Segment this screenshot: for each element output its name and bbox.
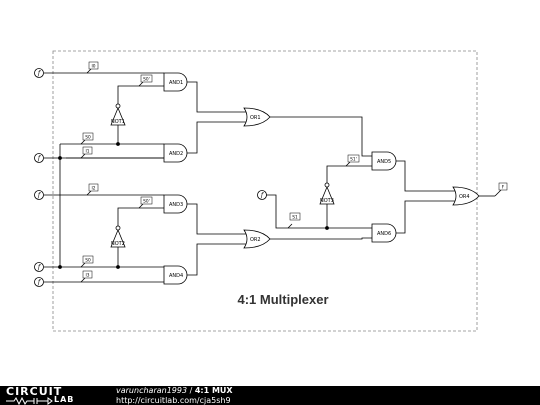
or2-gate[interactable]	[243, 229, 271, 249]
gate-label-or2: OR2	[250, 237, 261, 243]
input-label-f-2: f	[37, 155, 42, 162]
net-label-i0: I0	[91, 64, 95, 70]
logo-text-top: CIRCUIT	[6, 385, 63, 398]
gate-label-and6: AND6	[377, 231, 391, 237]
net-label-s0-b: S0	[85, 258, 91, 264]
logo-circuit-icon	[6, 397, 53, 405]
input-label-f-1: f	[37, 70, 42, 77]
gate-label-or4: OR4	[459, 194, 470, 200]
or4-gate[interactable]	[452, 186, 480, 206]
diagram-title: 4:1 Multiplexer	[237, 292, 328, 307]
and3-gate[interactable]	[163, 194, 188, 214]
gate-label-not3: NOT3	[320, 198, 334, 204]
gate-label-not2: NOT2	[111, 241, 125, 247]
input-f-3[interactable]	[34, 190, 44, 200]
and6-gate[interactable]	[371, 223, 397, 243]
wires	[44, 72, 502, 283]
net-label-s1p: S1'	[350, 157, 357, 163]
input-f-5[interactable]	[34, 277, 44, 287]
logo-text-bottom: LAB	[54, 395, 75, 404]
and4-gate[interactable]	[163, 265, 188, 285]
gate-label-or1: OR1	[250, 115, 261, 121]
input-label-f-4: f	[37, 264, 42, 271]
input-label-f-5: f	[37, 279, 42, 286]
input-f-4[interactable]	[34, 262, 44, 272]
and5-gate[interactable]	[371, 151, 397, 171]
footer-bar: CIRCUIT LAB varuncharan1993 / 4:1 MUX ht…	[0, 386, 540, 405]
gate-label-and2: AND2	[169, 151, 183, 157]
circuit-title[interactable]: 4:1 MUX	[194, 386, 233, 395]
net-label-s0-a: S0	[85, 135, 91, 141]
gate-label-and4: AND4	[169, 273, 183, 279]
net-label-f-out: F	[502, 185, 505, 191]
input-label-f-6: f	[260, 192, 265, 199]
gate-label-not1: NOT1	[111, 119, 125, 125]
circuit-url[interactable]: http://circuitlab.com/cja5sh9	[116, 395, 231, 405]
gate-label-and3: AND3	[169, 202, 183, 208]
author-link[interactable]: varuncharan1993	[116, 386, 188, 395]
net-label-i3: I3	[85, 273, 89, 279]
input-label-f-3: f	[37, 192, 42, 199]
net-label-i1: I1	[85, 149, 89, 155]
circuitlab-logo[interactable]: CIRCUIT LAB	[4, 386, 94, 405]
input-f-2[interactable]	[34, 153, 44, 163]
net-label-s1: S1	[292, 215, 298, 221]
meta-separator: /	[187, 386, 195, 395]
net-label-s0p-a: S0'	[143, 77, 150, 83]
circuit-meta: varuncharan1993 / 4:1 MUX http://circuit…	[116, 386, 233, 405]
net-label-s0p-b: S0'	[143, 199, 150, 205]
gate-label-and5: AND5	[377, 159, 391, 165]
gate-label-and1: AND1	[169, 80, 183, 86]
schematic-boundary	[52, 50, 478, 332]
and1-gate[interactable]	[163, 72, 188, 92]
and2-gate[interactable]	[163, 143, 188, 163]
input-f-1[interactable]	[34, 68, 44, 78]
net-label-i2: I2	[91, 186, 95, 192]
or1-gate[interactable]	[243, 107, 271, 127]
